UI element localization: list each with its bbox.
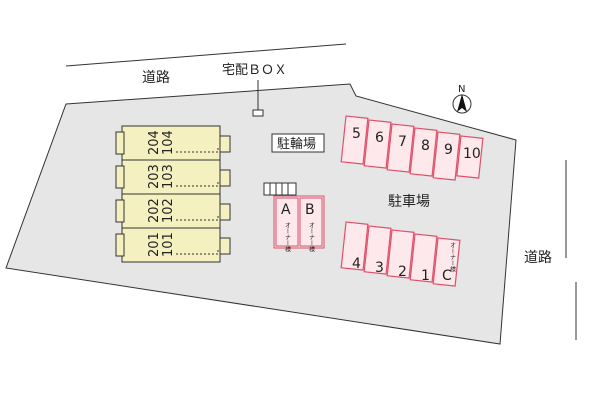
parking-space: 8 [409,127,438,177]
owner-space-note: オーナー様 [284,222,291,252]
parking-space-number: 2 [398,264,407,280]
parking-space-number: 7 [398,134,407,150]
unit-number-lower: 104 [161,130,176,155]
owner-space-note: オーナー様 [308,222,315,252]
parking-space-number: 4 [352,256,361,272]
north-arrow-icon: N [452,84,472,114]
bicycle-parking-label: 駐輪場 [277,136,316,152]
car-parking-label: 駐車場 [388,193,430,210]
parking-space-number: 3 [375,260,384,276]
parking-space: 4 [340,221,369,272]
owner-space-letter: A [281,202,291,218]
unit-number-upper: 204 [147,130,162,155]
owner-space: A オーナー様 [275,197,299,252]
parking-space: 5 [340,115,369,165]
parking-space-number: 6 [375,130,384,146]
bicycle-parking-label-box [271,133,325,153]
unit-number-lower: 101 [161,232,176,257]
owner-space-note: オーナー様 [449,242,456,272]
road-edge-top [65,43,347,67]
parking-space: 9 [432,131,461,181]
road-right-label: 道路 [524,250,552,266]
unit-number-lower: 102 [161,198,176,223]
delivery-box-label: 宅配ＢＯＸ [222,63,287,78]
parking-space-number: 8 [421,138,430,154]
bicycle-rack [263,182,297,196]
parking-space-number: 10 [463,146,481,162]
unit-number-upper: 202 [147,198,162,223]
unit-number-upper: 203 [147,164,162,189]
parking-space-number: 9 [444,142,453,158]
delivery-box [252,109,264,117]
site-lot [5,83,517,345]
parking-space: 3 [363,225,392,276]
owner-space: B オーナー様 [299,197,323,252]
north-label: N [458,84,465,95]
owner-space-letter: C [442,268,452,284]
parking-space-number: 1 [421,268,430,284]
parking-space: 7 [386,123,415,173]
owner-space-letter: B [305,202,315,218]
parking-space: 1 [409,233,438,284]
parking-space-number: 5 [352,126,361,142]
unit-number-upper: 201 [147,232,162,257]
unit-number-lower: 103 [161,164,176,189]
parking-space: 6 [363,119,392,169]
road-top-label: 道路 [142,70,170,86]
parking-space: 10 [456,135,484,179]
parking-space: 2 [386,229,415,280]
owner-parking-ab: A オーナー様 B オーナー様 [273,195,325,252]
